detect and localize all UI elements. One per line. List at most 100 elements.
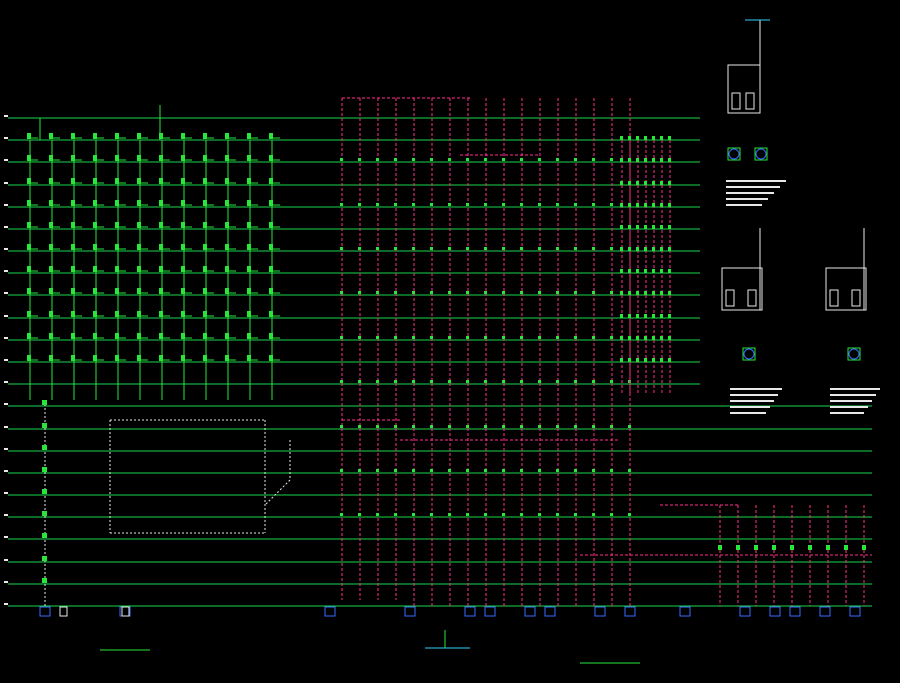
fixture-symbol — [115, 266, 119, 272]
meter-icon — [544, 606, 556, 617]
fixture-symbol — [159, 288, 163, 294]
meter-icon — [819, 606, 831, 617]
fixture-symbol — [660, 314, 663, 318]
valve-symbol — [394, 380, 397, 383]
valve-symbol — [538, 425, 541, 428]
valve-symbol — [466, 425, 469, 428]
fixture-symbol — [225, 355, 229, 361]
fixture-symbol — [636, 269, 639, 273]
fixture-symbol — [652, 269, 655, 273]
fixture-symbol — [652, 136, 655, 140]
valve-symbol — [412, 247, 415, 250]
fixture-symbol — [668, 358, 671, 362]
fixture-symbol — [620, 158, 623, 162]
note-line — [830, 406, 868, 408]
fixture-symbol — [49, 133, 53, 139]
valve-symbol — [520, 513, 523, 516]
floor-label-mark — [4, 115, 8, 117]
fixture-symbol — [644, 358, 647, 362]
valve-symbol — [340, 247, 343, 250]
valve-symbol — [556, 380, 559, 383]
fixture-symbol — [269, 133, 273, 139]
fixture-symbol — [115, 288, 119, 294]
note-line — [730, 412, 766, 414]
fixture-symbol — [27, 266, 31, 272]
valve-symbol — [358, 380, 361, 383]
valve-symbol — [628, 513, 631, 516]
fixture-symbol — [203, 311, 207, 317]
fixture-symbol — [49, 155, 53, 161]
valve-symbol — [592, 336, 595, 339]
valve-symbol — [448, 203, 451, 206]
fixture-symbol — [225, 178, 229, 184]
valve-icon — [848, 348, 860, 360]
fixture-symbol — [660, 136, 663, 140]
valve-symbol — [574, 336, 577, 339]
valve-symbol — [376, 380, 379, 383]
meter-icon — [39, 606, 51, 617]
valve-symbol — [448, 425, 451, 428]
fixture-symbol — [668, 158, 671, 162]
valve-symbol — [448, 469, 451, 472]
valve-symbol — [628, 469, 631, 472]
fixture-symbol — [247, 244, 251, 250]
fixture-symbol — [93, 333, 97, 339]
fixture-symbol — [27, 222, 31, 228]
valve-symbol — [538, 380, 541, 383]
valve-symbol — [448, 380, 451, 383]
fixture-symbol — [181, 200, 185, 206]
valve-symbol — [556, 469, 559, 472]
fixture-symbol — [628, 136, 631, 140]
meter-icon — [484, 606, 496, 617]
note-line — [726, 198, 768, 200]
valve-symbol — [484, 425, 487, 428]
valve-symbol — [502, 513, 505, 516]
floor-label-mark — [4, 514, 8, 516]
fixture-symbol — [644, 225, 647, 229]
fixture-symbol — [636, 136, 639, 140]
fixture-symbol — [159, 222, 163, 228]
fixture-symbol — [137, 155, 141, 161]
fixture-symbol — [137, 311, 141, 317]
fixture-symbol — [159, 244, 163, 250]
valve-symbol — [376, 158, 379, 161]
fixture-symbol — [115, 200, 119, 206]
fixture-symbol — [247, 266, 251, 272]
valve-symbol — [394, 513, 397, 516]
fixture-symbol — [203, 178, 207, 184]
fixture-symbol — [247, 200, 251, 206]
fixture-symbol — [71, 155, 75, 161]
fixture-symbol — [27, 178, 31, 184]
valve-symbol — [448, 513, 451, 516]
fixture-symbol — [71, 355, 75, 361]
fixture-symbol — [269, 355, 273, 361]
valve-symbol — [466, 469, 469, 472]
fixture-symbol — [181, 222, 185, 228]
valve-symbol — [448, 247, 451, 250]
fixture-symbol — [636, 181, 639, 185]
fixture-symbol — [181, 244, 185, 250]
fixture-symbol — [137, 266, 141, 272]
fixture-symbol — [27, 155, 31, 161]
valve-symbol — [376, 291, 379, 294]
tank-icon — [825, 267, 867, 311]
fixture-symbol — [660, 291, 663, 295]
valve-symbol — [412, 425, 415, 428]
valve-symbol — [340, 513, 343, 516]
fixture-symbol — [115, 155, 119, 161]
fixture-symbol — [159, 266, 163, 272]
valve-symbol — [538, 291, 541, 294]
floor-label-mark — [4, 159, 8, 161]
valve-symbol — [610, 291, 613, 294]
valve-symbol — [466, 291, 469, 294]
valve-symbol — [394, 203, 397, 206]
meter-icon — [742, 347, 756, 361]
valve-symbol — [520, 291, 523, 294]
valve-symbol — [340, 158, 343, 161]
fixture-symbol — [159, 333, 163, 339]
fixture-symbol — [660, 225, 663, 229]
fixture-symbol — [93, 311, 97, 317]
fixture-symbol — [49, 222, 53, 228]
valve-icon — [743, 348, 755, 360]
valve-symbol — [430, 291, 433, 294]
